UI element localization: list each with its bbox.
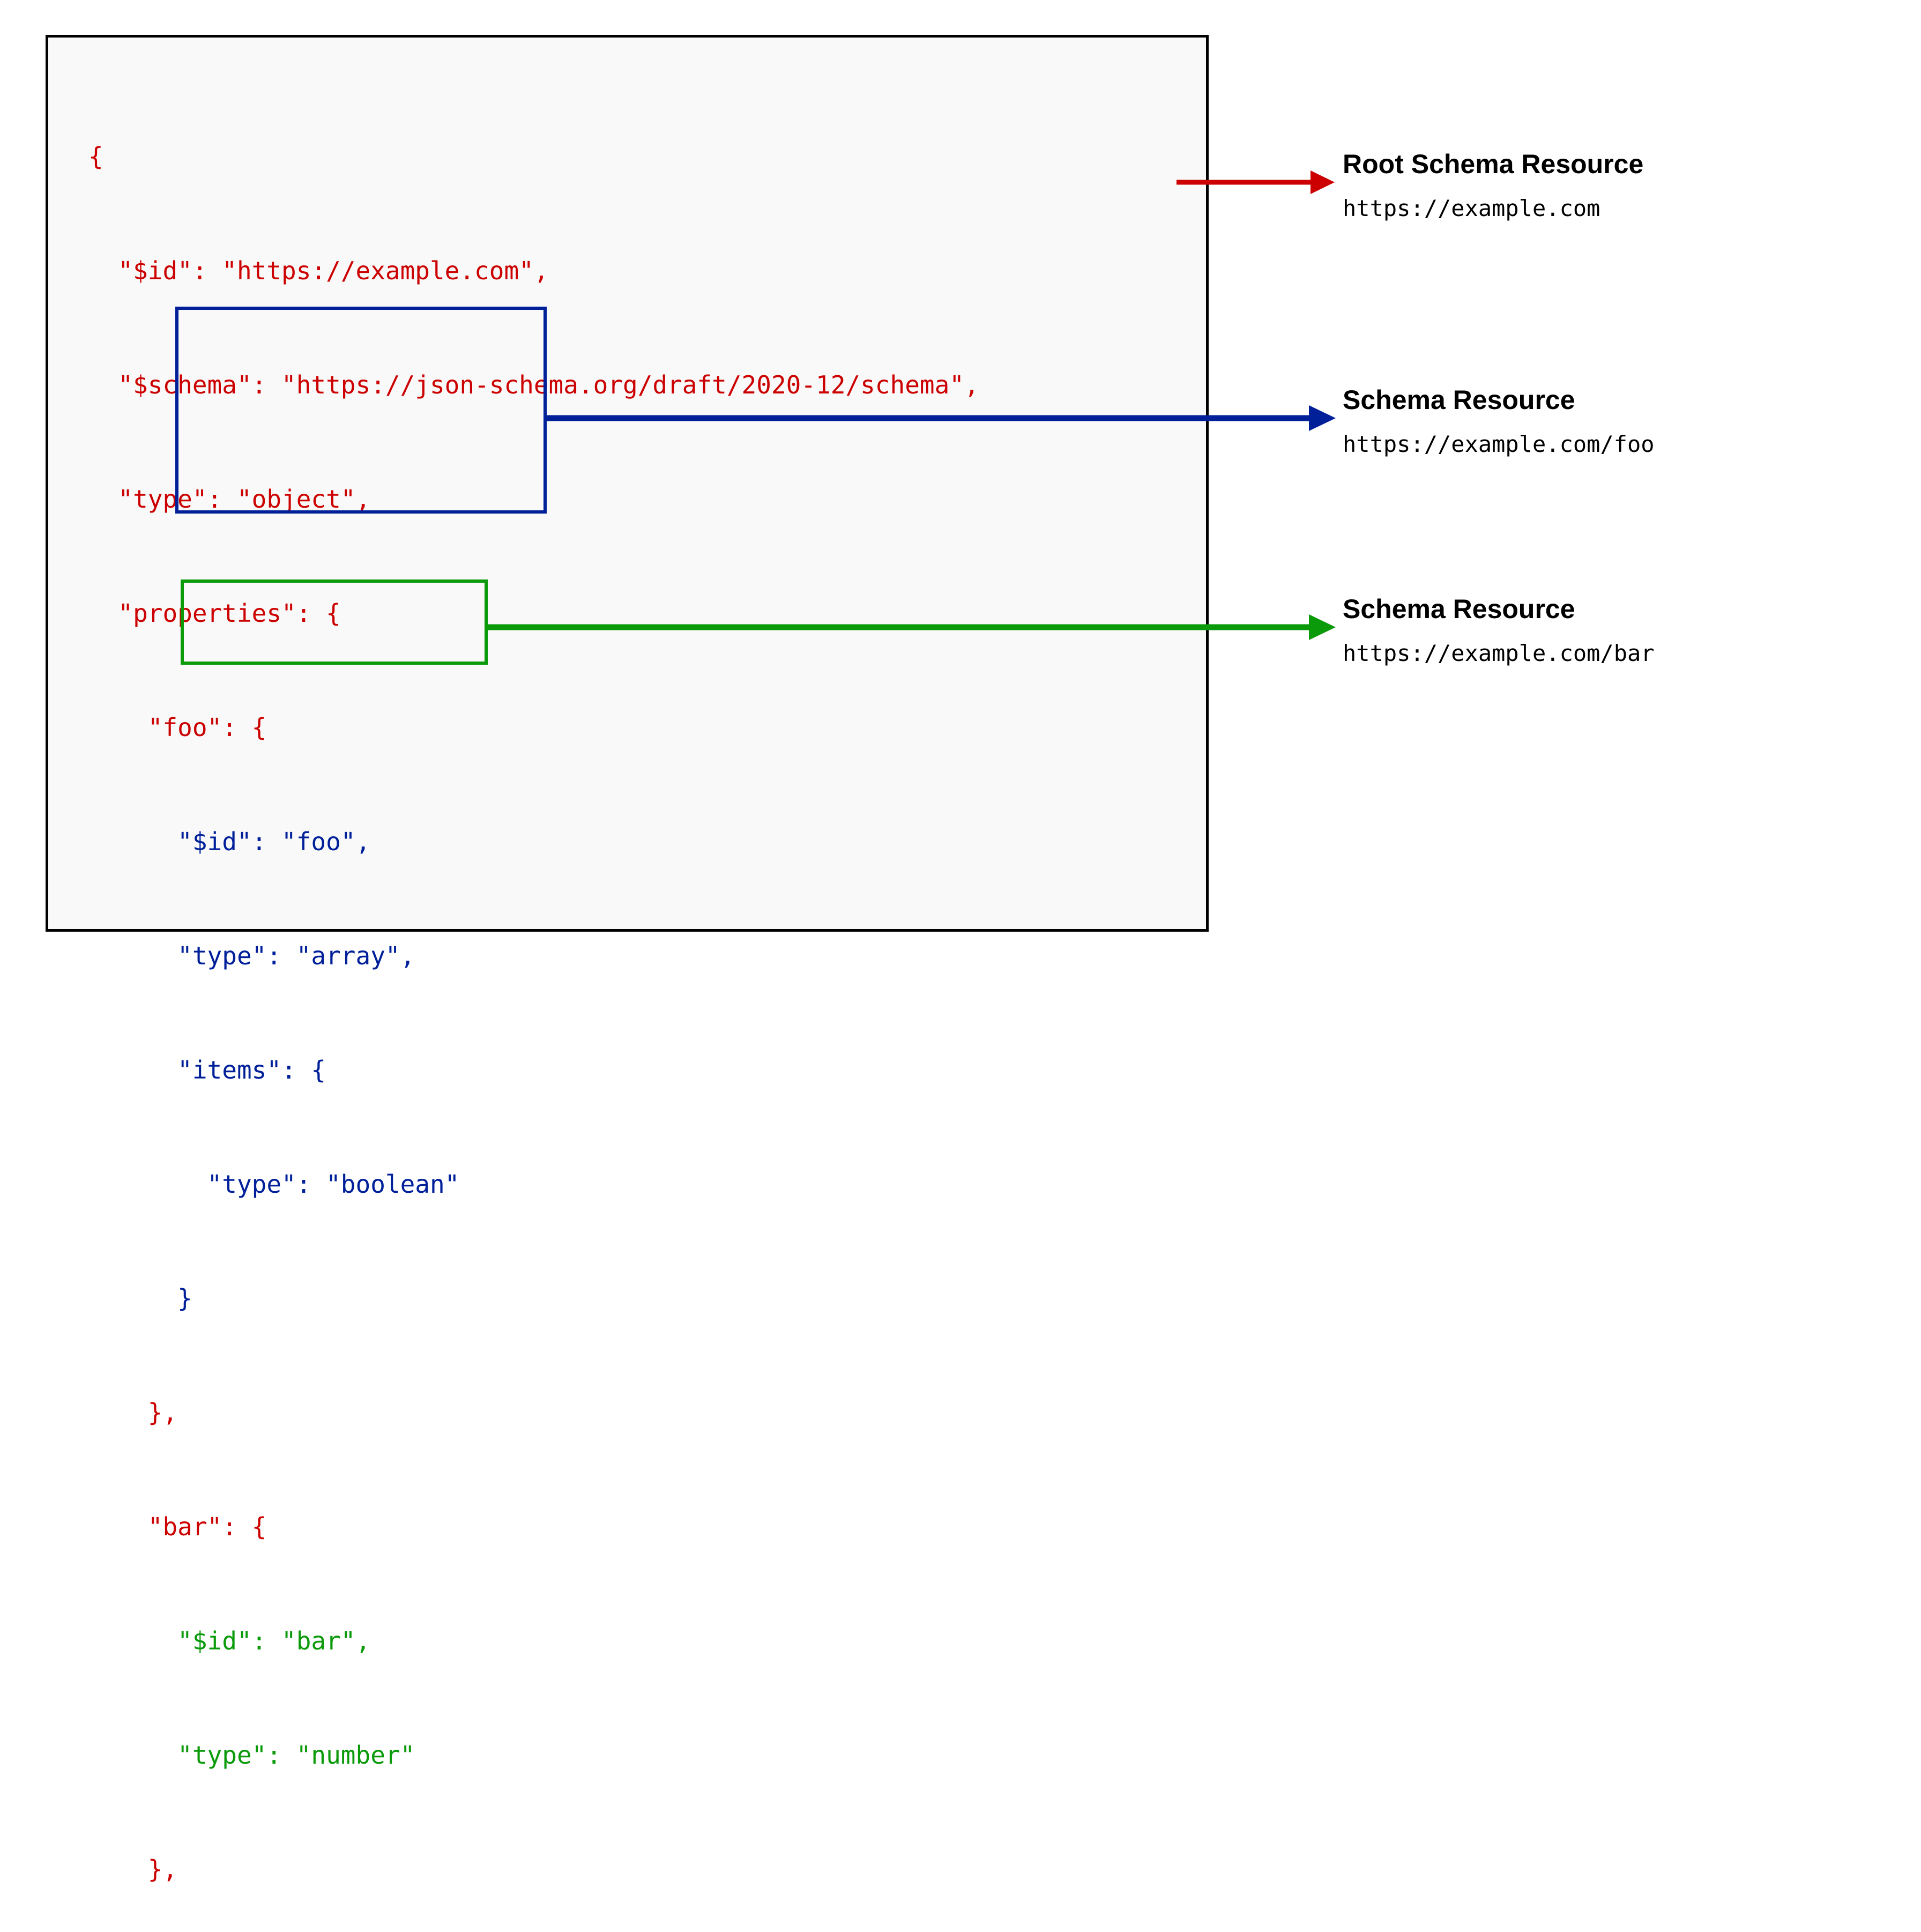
code-line: "items": { (88, 1056, 326, 1084)
root-schema-resource-title: Root Schema Resource (1343, 149, 1644, 179)
foo-schema-resource-title: Schema Resource (1343, 385, 1575, 415)
code-line: "type": "array", (88, 941, 415, 970)
code-line: "$id": "foo", (88, 827, 371, 856)
foo-schema-resource-label: Schema Resource https://example.com/foo (1343, 385, 1655, 458)
code-line: }, (88, 1398, 178, 1427)
code-line: "$id": "https://example.com", (88, 256, 549, 285)
code-line: "bar": { (88, 1512, 267, 1541)
code-line: "$schema": "https://json-schema.org/draf… (88, 370, 979, 399)
code-line: "foo": { (88, 713, 267, 742)
root-schema-resource-label: Root Schema Resource https://example.com (1343, 149, 1643, 222)
code-line: "type": "boolean" (88, 1170, 460, 1199)
bar-schema-arrow (485, 614, 1336, 640)
foo-schema-arrow (543, 405, 1336, 431)
root-schema-arrow (1177, 170, 1335, 194)
code-line: { (88, 142, 103, 171)
bar-schema-resource-url: https://example.com/bar (1343, 640, 1655, 666)
foo-schema-resource-url: https://example.com/foo (1343, 431, 1655, 457)
code-panel: { "$id": "https://example.com", "$schema… (46, 35, 1209, 1884)
root-schema-resource-url: https://example.com (1343, 195, 1600, 221)
code-line: } (88, 1284, 192, 1313)
bar-schema-resource-label: Schema Resource https://example.com/bar (1343, 594, 1655, 667)
code-line: "properties": { (88, 599, 341, 628)
bar-schema-resource-title: Schema Resource (1343, 594, 1575, 624)
code-line: "type": "number" (88, 1741, 415, 1770)
bar-schema-resource-highlight-box (181, 579, 488, 665)
code-line: "$id": "bar", (88, 1626, 371, 1655)
code-line: "type": "object", (88, 485, 371, 514)
foo-schema-resource-highlight-box (175, 307, 547, 514)
code-line: }, (88, 1855, 178, 1884)
